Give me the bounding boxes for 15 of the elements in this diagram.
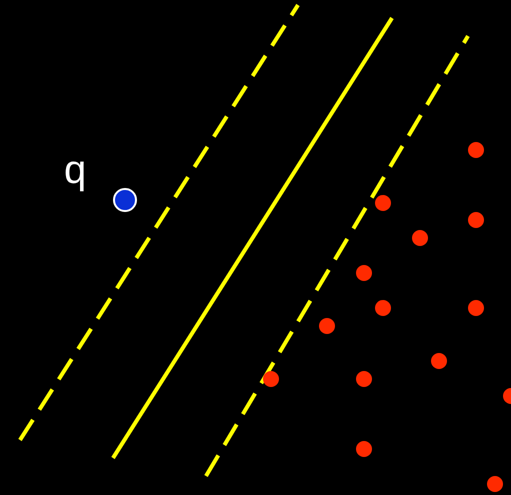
data-point: [356, 371, 372, 387]
data-point: [319, 318, 335, 334]
data-point: [468, 212, 484, 228]
data-point: [375, 300, 391, 316]
data-point: [487, 476, 503, 492]
data-point: [263, 371, 279, 387]
data-point: [431, 353, 447, 369]
data-point: [468, 300, 484, 316]
data-point: [356, 265, 372, 281]
data-point: [412, 230, 428, 246]
data-point: [468, 142, 484, 158]
data-point: [356, 441, 372, 457]
point-label: q: [64, 150, 86, 190]
query-point: [113, 188, 137, 212]
data-point: [375, 195, 391, 211]
